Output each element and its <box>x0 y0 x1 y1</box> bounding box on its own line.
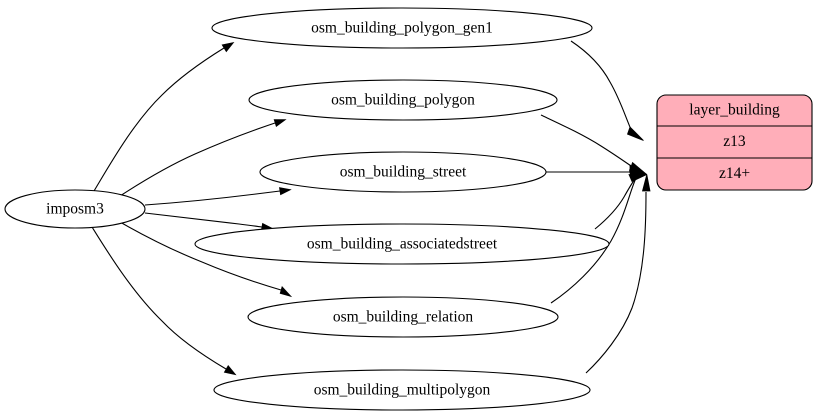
node-imposm3-shape[interactable] <box>4 189 146 229</box>
node-osm_building_associatedstreet-label: osm_building_associatedstreet <box>307 236 498 253</box>
node-osm_building_multipolygon-label: osm_building_multipolygon <box>314 382 491 399</box>
node-osm_building_polygon_gen1-label: osm_building_polygon_gen1 <box>311 20 493 37</box>
edge-group-tables-to-layer <box>540 40 651 374</box>
node-layer_building-row-z13[interactable]: z13 <box>723 133 746 150</box>
edge-imposm3-to-osm_building_street <box>144 187 292 206</box>
node-osm_building_polygon_gen1[interactable]: osm_building_polygon_gen1 <box>211 7 593 49</box>
node-layer_building[interactable]: layer_building z13 z14+ <box>656 94 813 191</box>
edge-osm_building_polygon_gen1-to-layer_building-z13 <box>570 40 644 141</box>
node-layer_building-title: layer_building <box>689 102 780 119</box>
node-imposm3-label: imposm3 <box>46 201 104 218</box>
node-osm_building_multipolygon-shape[interactable] <box>213 369 591 411</box>
node-osm_building_associatedstreet-shape[interactable] <box>194 223 610 265</box>
node-osm_building_associatedstreet[interactable]: osm_building_associatedstreet <box>194 223 610 265</box>
edge-imposm3-to-osm_building_relation <box>119 221 293 298</box>
node-imposm3[interactable]: imposm3 <box>4 189 146 229</box>
edge-imposm3-to-osm_building_polygon <box>119 119 287 197</box>
edge-osm_building_multipolygon-to-layer_building-z14 <box>585 174 651 374</box>
node-osm_building_relation[interactable]: osm_building_relation <box>247 296 559 338</box>
node-osm_building_street-shape[interactable] <box>259 151 547 193</box>
node-osm_building_polygon[interactable]: osm_building_polygon <box>248 79 558 121</box>
edge-imposm3-to-osm_building_polygon_gen1 <box>93 41 235 192</box>
node-osm_building_multipolygon[interactable]: osm_building_multipolygon <box>213 369 591 411</box>
edge-imposm3-to-osm_building_associatedstreet <box>144 212 274 231</box>
node-osm_building_street-label: osm_building_street <box>340 164 467 181</box>
edge-imposm3-to-osm_building_multipolygon <box>91 226 237 376</box>
node-layer_building-row-z14[interactable]: z14+ <box>719 165 750 182</box>
node-osm_building_relation-shape[interactable] <box>247 296 559 338</box>
node-osm_building_polygon-label: osm_building_polygon <box>331 92 475 109</box>
edge-osm_building_relation-to-layer_building-z14 <box>550 174 647 304</box>
node-osm_building_polygon_gen1-shape[interactable] <box>211 7 593 49</box>
node-osm_building_relation-label: osm_building_relation <box>333 309 474 326</box>
node-layer_building-box[interactable] <box>656 94 813 191</box>
node-osm_building_street[interactable]: osm_building_street <box>259 151 547 193</box>
node-osm_building_polygon-shape[interactable] <box>248 79 558 121</box>
